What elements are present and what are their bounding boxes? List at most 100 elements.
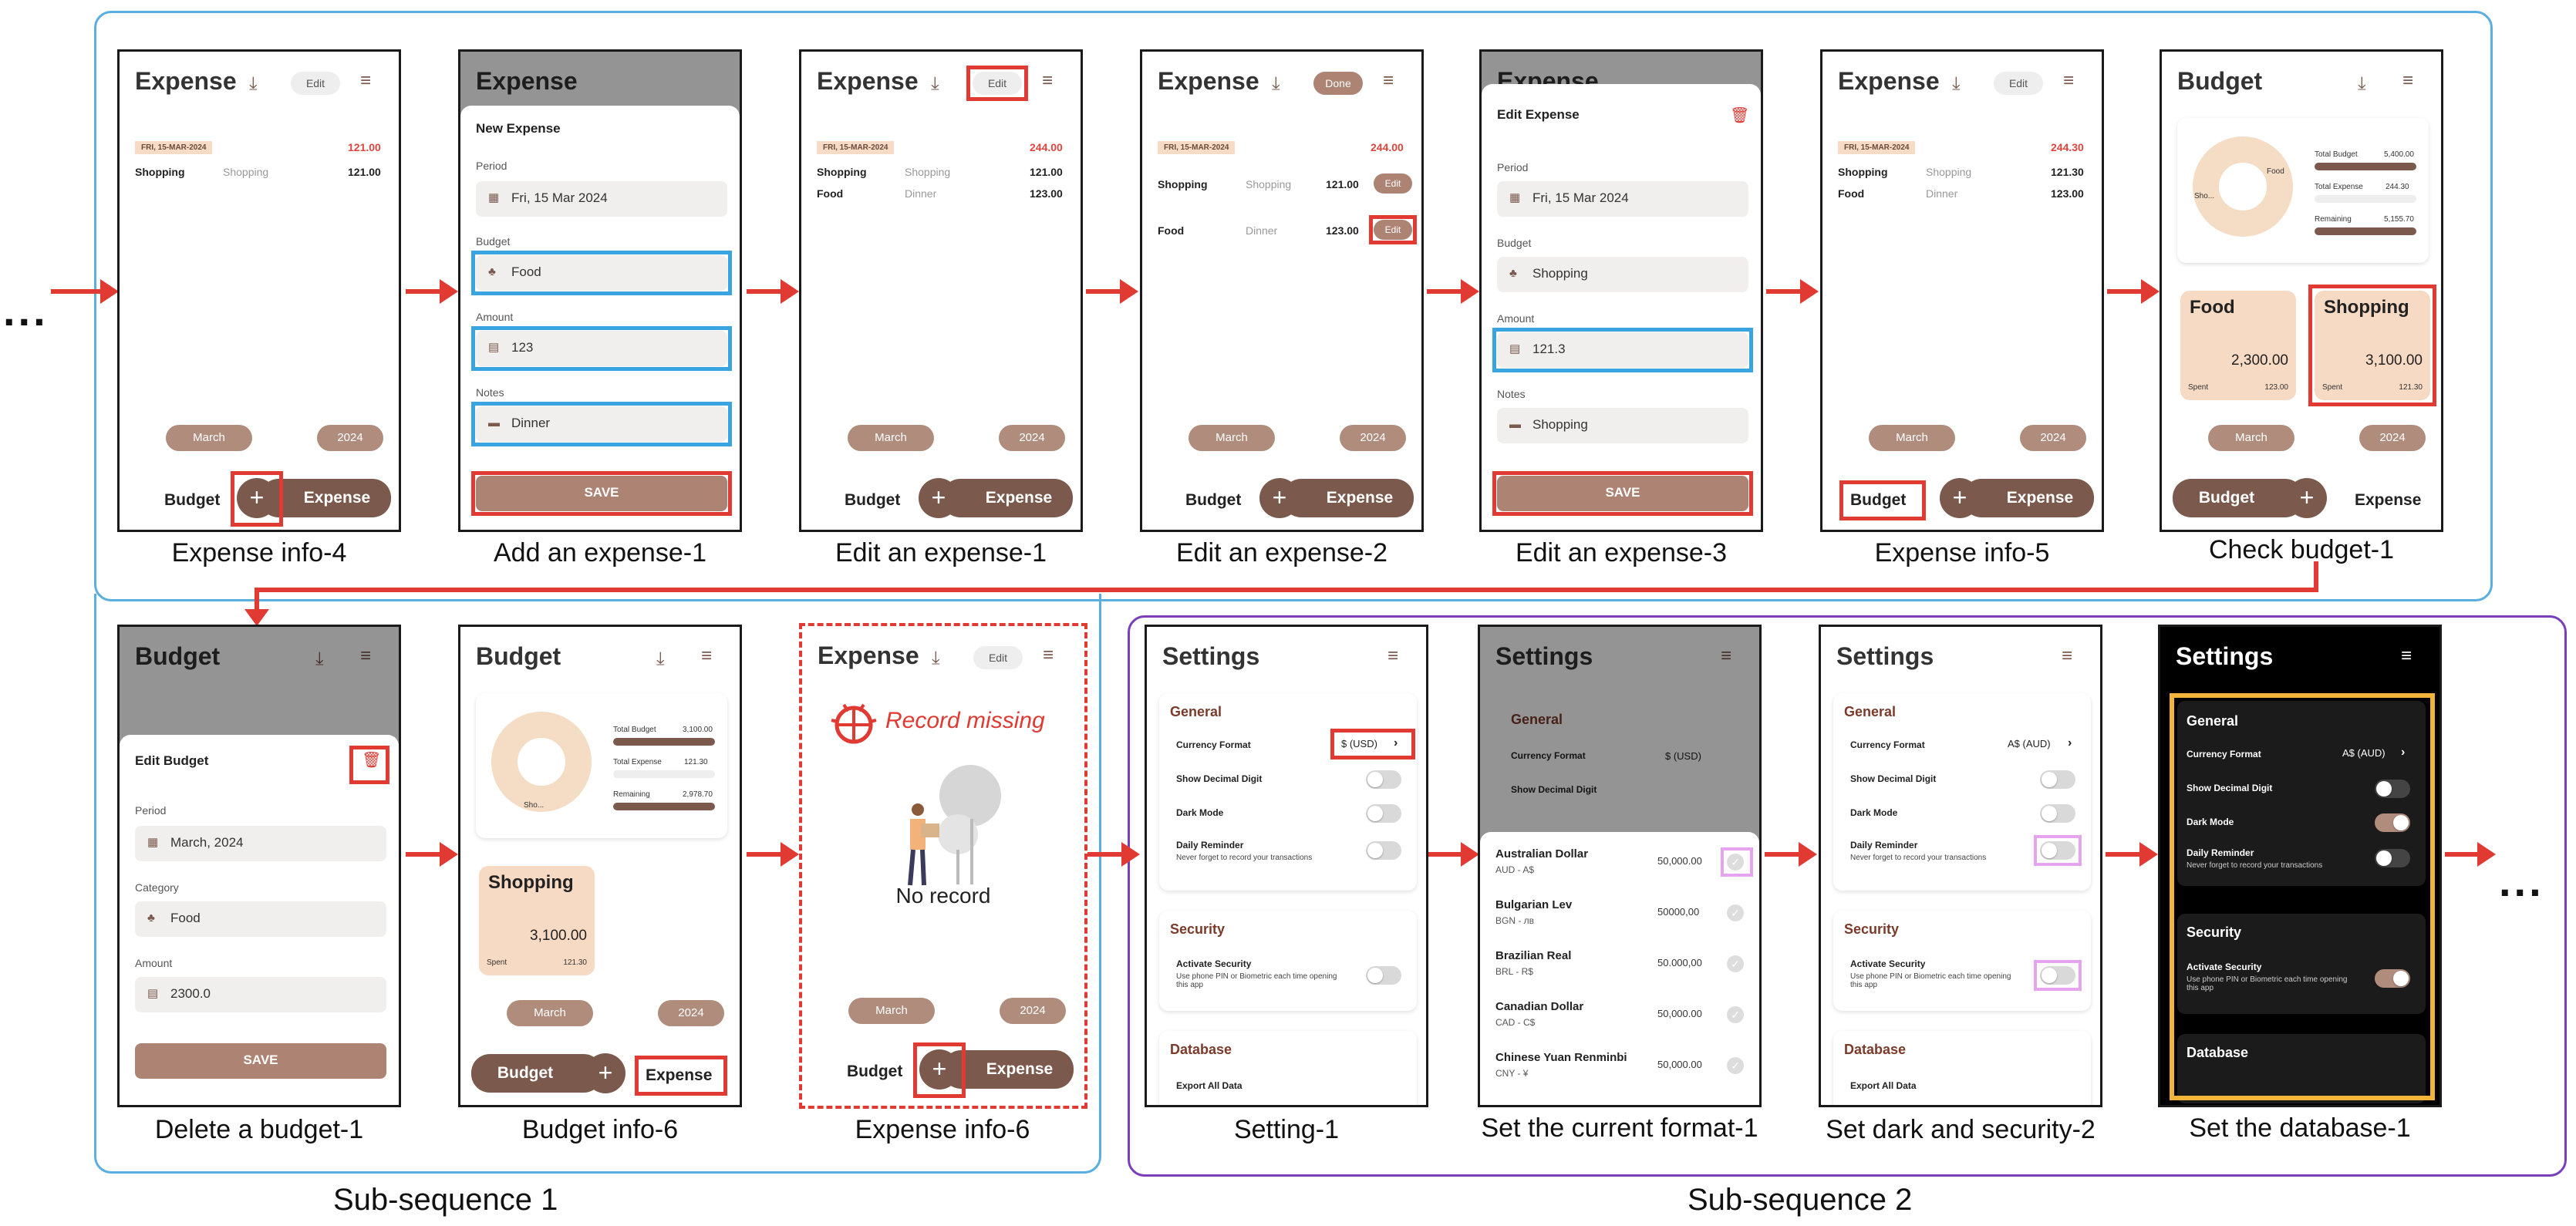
year-selector[interactable]: 2024 [2020, 425, 2086, 451]
year-selector[interactable]: 2024 [999, 425, 1065, 451]
amount-field[interactable]: ▤2300.0 [135, 977, 386, 1012]
year-selector[interactable]: 2024 [317, 425, 383, 451]
month-selector[interactable]: March [507, 1000, 593, 1026]
month-selector[interactable]: March [1189, 425, 1275, 451]
download-icon[interactable]: ⤓ [932, 648, 940, 669]
budget-tab[interactable]: Budget [845, 491, 901, 509]
expense-tab[interactable]: Expense [2355, 491, 2422, 509]
menu-icon[interactable]: ≡ [2063, 70, 2075, 91]
category-field[interactable]: ♣Food [135, 901, 386, 937]
expense-tab[interactable]: Expense [942, 479, 1073, 517]
expense-tab[interactable]: Expense [1963, 479, 2094, 517]
budget-card-shopping[interactable]: Shopping 3,100.00 Spent 121.30 [479, 866, 595, 975]
export-label[interactable]: Export All Data [1850, 1080, 1917, 1091]
reminder-toggle[interactable] [2040, 841, 2075, 860]
save-button[interactable]: SAVE [1497, 476, 1748, 511]
menu-icon[interactable]: ≡ [1721, 645, 1732, 666]
budget-field[interactable]: ♣Shopping [1497, 257, 1748, 292]
year-selector[interactable]: 2024 [1340, 425, 1406, 451]
row-edit-button[interactable]: Edit [1374, 173, 1412, 194]
month-selector[interactable]: March [848, 998, 935, 1024]
menu-icon[interactable]: ≡ [360, 70, 372, 91]
add-button[interactable]: + [1940, 478, 1980, 518]
trash-icon[interactable]: 🗑 [1730, 107, 1750, 124]
download-icon[interactable]: ⤓ [2358, 73, 2366, 94]
add-button[interactable]: + [919, 1049, 959, 1090]
add-button[interactable]: + [585, 1053, 625, 1093]
amount-field[interactable]: ▤121.3 [1497, 332, 1748, 368]
download-icon[interactable]: ⤓ [1272, 73, 1280, 94]
month-selector[interactable]: March [2208, 425, 2294, 451]
dark-mode-toggle[interactable] [2375, 813, 2410, 832]
period-field[interactable]: ▦Fri, 15 Mar 2024 [476, 181, 727, 217]
month-selector[interactable]: March [166, 425, 252, 451]
budget-tab[interactable]: Budget [1185, 491, 1242, 509]
menu-icon[interactable]: ≡ [1383, 70, 1394, 91]
add-button[interactable]: + [1259, 478, 1300, 518]
year-selector[interactable]: 2024 [2359, 425, 2426, 451]
security-toggle[interactable] [2375, 969, 2410, 988]
expense-tab[interactable]: Expense [1283, 479, 1414, 517]
menu-icon[interactable]: ≡ [2402, 70, 2414, 91]
check-icon[interactable]: ✓ [1727, 1006, 1744, 1023]
budget-card-shopping[interactable]: Shopping 3,100.00 Spent 121.30 [2315, 291, 2430, 400]
menu-icon[interactable]: ≡ [701, 645, 713, 666]
budget-tab[interactable]: Budget [847, 1063, 903, 1080]
menu-icon[interactable]: ≡ [1042, 70, 1054, 91]
trash-icon[interactable]: 🗑 [362, 752, 382, 769]
add-button[interactable]: + [2287, 478, 2327, 518]
reminder-toggle[interactable] [2375, 849, 2410, 867]
check-icon[interactable]: ✓ [1727, 904, 1744, 921]
edit-button[interactable]: Edit [973, 72, 1022, 95]
edit-button[interactable]: Edit [973, 646, 1023, 669]
period-field[interactable]: ▦March, 2024 [135, 826, 386, 861]
period-field[interactable]: ▦Fri, 15 Mar 2024 [1497, 181, 1748, 217]
security-toggle[interactable] [2040, 966, 2075, 985]
save-button[interactable]: SAVE [135, 1043, 386, 1079]
add-button[interactable]: + [237, 478, 277, 518]
budget-card-food[interactable]: Food 2,300.00 Spent 123.00 [2180, 291, 2296, 400]
notes-field[interactable]: ▬Dinner [476, 406, 727, 442]
budget-tab[interactable]: Budget [1850, 491, 1907, 509]
download-icon[interactable]: ⤓ [931, 73, 939, 94]
download-icon[interactable]: ⤓ [656, 648, 665, 669]
month-selector[interactable]: March [848, 425, 934, 451]
save-button[interactable]: SAVE [476, 476, 727, 511]
add-button[interactable]: + [919, 478, 959, 518]
amount-field[interactable]: ▤123 [476, 331, 727, 366]
check-icon[interactable]: ✓ [1727, 854, 1744, 871]
year-selector[interactable]: 2024 [1000, 998, 1066, 1024]
menu-icon[interactable]: ≡ [360, 645, 372, 666]
row-edit-button[interactable]: Edit [1374, 220, 1412, 240]
edit-button[interactable]: Edit [291, 72, 340, 95]
security-toggle[interactable] [1366, 966, 1401, 985]
dark-mode-toggle[interactable] [2040, 804, 2075, 823]
menu-icon[interactable]: ≡ [2401, 645, 2412, 666]
expense-tab[interactable]: Expense [646, 1066, 713, 1084]
currency-format-value[interactable]: $ (USD) [1341, 738, 1377, 749]
export-label[interactable]: Export All Data [1176, 1080, 1242, 1091]
reminder-toggle[interactable] [1366, 841, 1401, 860]
menu-icon[interactable]: ≡ [1043, 645, 1054, 665]
done-button[interactable]: Done [1313, 72, 1363, 95]
month-selector[interactable]: March [1869, 425, 1955, 451]
download-icon[interactable]: ⤓ [315, 648, 324, 669]
currency-format-value[interactable]: A$ (AUD) [2008, 738, 2051, 749]
decimal-toggle[interactable] [2040, 770, 2075, 789]
currency-format-value[interactable]: A$ (AUD) [2342, 747, 2385, 759]
budget-tab[interactable]: Budget [471, 1054, 602, 1093]
menu-icon[interactable]: ≡ [1387, 645, 1399, 666]
year-selector[interactable]: 2024 [658, 1000, 724, 1026]
edit-button[interactable]: Edit [1994, 72, 2043, 95]
budget-tab[interactable]: Budget [164, 491, 221, 509]
notes-field[interactable]: ▬Shopping [1497, 408, 1748, 443]
download-icon[interactable]: ⤓ [1952, 73, 1961, 94]
check-icon[interactable]: ✓ [1727, 1057, 1744, 1074]
budget-tab[interactable]: Budget [2173, 479, 2304, 517]
menu-icon[interactable]: ≡ [2062, 645, 2073, 666]
dark-mode-toggle[interactable] [1366, 804, 1401, 823]
decimal-toggle[interactable] [1366, 770, 1401, 789]
decimal-toggle[interactable] [2375, 780, 2410, 798]
check-icon[interactable]: ✓ [1727, 955, 1744, 972]
budget-field[interactable]: ♣Food [476, 255, 727, 291]
